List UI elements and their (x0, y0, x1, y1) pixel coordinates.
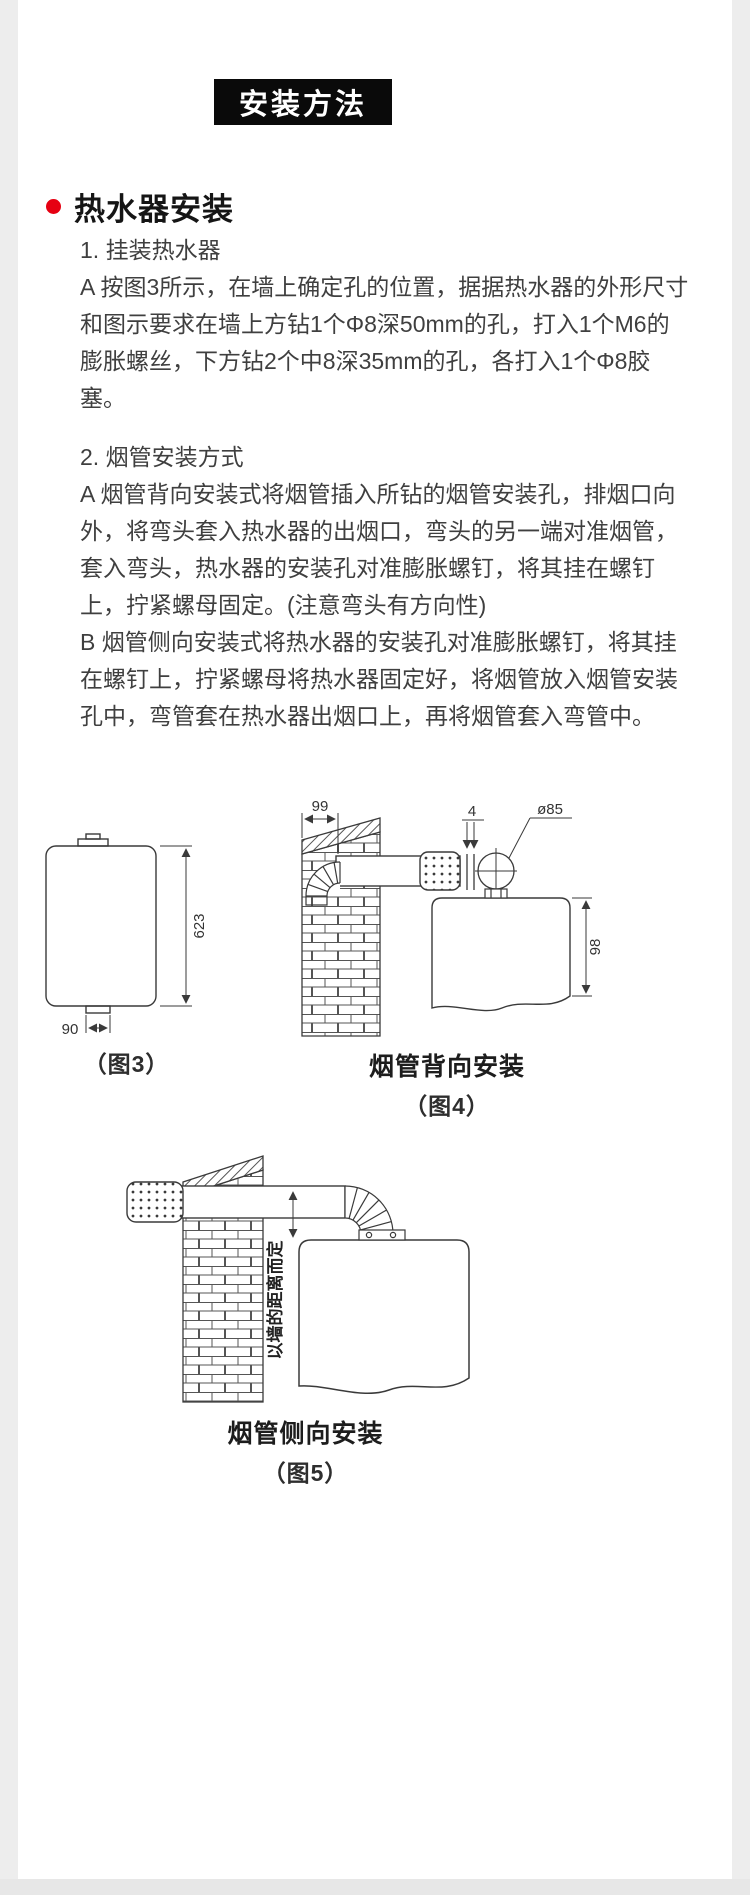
bottom-tab (85, 1005, 111, 1014)
heater-body (431, 897, 571, 1012)
pipe-grille (125, 1181, 184, 1223)
step2-heading: 2. 烟管安装方式 (80, 444, 244, 470)
figure-3: 623 90 （图3） (34, 826, 219, 1079)
dim-90: 90 (62, 1021, 79, 1038)
section-badge-label: 安装方法 (238, 89, 367, 121)
wall-brick-section (301, 817, 381, 1037)
mounting-bracket (357, 1229, 406, 1241)
step2-para-a: A 烟管背向安装式将烟管插入所钻的烟管安装孔，排烟口向外，将弯头套入热水器的出烟… (80, 481, 678, 618)
mounting-bracket (484, 888, 508, 899)
figure4-title: 烟管背向安装 (368, 1053, 525, 1081)
wall-distance-note: 以墙的距离而定 (265, 1241, 285, 1360)
pipe-grille (419, 851, 461, 891)
heater-outline (45, 845, 157, 1007)
figure4-diagram: 99 (301, 798, 604, 1037)
elbow (343, 1185, 394, 1235)
dim-623: 623 (191, 913, 208, 938)
dim-4: 4 (468, 803, 476, 820)
dim-99: 99 (312, 798, 329, 815)
figure3-diagram: 623 90 (45, 833, 208, 1038)
page-title: 热水器安装 (74, 192, 234, 227)
section-heading: 热水器安装 (46, 184, 234, 229)
step1-body: A 按图3所示，在墙上确定孔的位置，据据热水器的外形尺寸和图示要求在墙上方钻1个… (80, 274, 689, 411)
figure3-caption: （图3） (83, 1051, 170, 1077)
dim-98: 98 (587, 939, 604, 956)
figure5-diagram: 以墙的距离而定 (125, 1155, 470, 1403)
figure4-caption: （图4） (404, 1093, 490, 1119)
elbow (305, 861, 341, 906)
heater-body (297, 1239, 470, 1394)
flue-pipe (125, 1181, 346, 1223)
step1-heading: 1. 挂装热水器 (80, 237, 221, 263)
section-badge: 安装方法 (214, 79, 392, 125)
top-bracket (77, 838, 109, 847)
figure-4: 99 (286, 798, 608, 1121)
wall-hole-flange (466, 848, 517, 898)
figure-5: 以墙的距离而定 烟管侧向安装 （图5） (118, 1140, 493, 1488)
flue-pipe (335, 851, 461, 891)
page-margin-left (0, 0, 18, 1895)
figure5-caption: （图5） (262, 1460, 349, 1486)
figure5-title: 烟管侧向安装 (227, 1420, 384, 1448)
bullet-icon (46, 199, 61, 214)
dim-phi85: ø85 (537, 801, 563, 818)
instruction-text: 1. 挂装热水器 A 按图3所示，在墙上确定孔的位置，据据热水器的外形尺寸和图示… (80, 232, 692, 735)
step2-para-b: B 烟管侧向安装式将热水器的安装孔对准膨胀螺钉，将其挂在螺钉上，拧紧螺母将热水器… (80, 629, 678, 729)
page-bottom-strip (0, 1879, 750, 1895)
page-margin-right (732, 0, 750, 1895)
